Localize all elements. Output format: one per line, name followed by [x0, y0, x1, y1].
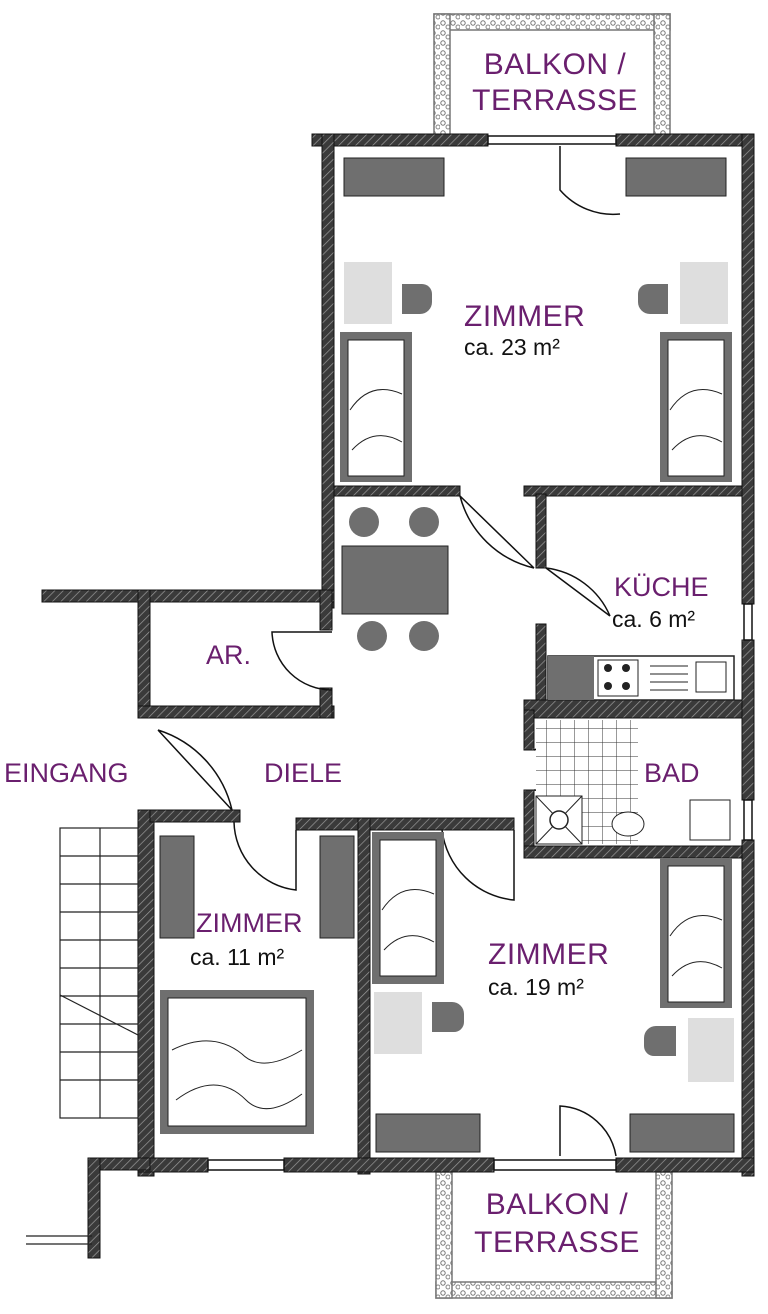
doors: [157, 146, 621, 1157]
zimmer-11-area: ca. 11 m²: [190, 944, 285, 970]
bathroom-fixtures: [535, 720, 731, 845]
zimmer-23-area: ca. 23 m²: [464, 334, 560, 360]
diele-label: DIELE: [264, 758, 343, 788]
balkon-top-label-line1: BALKON /: [483, 48, 627, 81]
zimmer-19-label: ZIMMER: [488, 938, 610, 971]
zimmer-23-label: ZIMMER: [464, 300, 586, 333]
zimmer-19-furniture: [372, 832, 735, 1153]
windows: [207, 135, 753, 1171]
dining-table: [341, 507, 449, 651]
balkon-top-label-line2: TERRASSE: [472, 84, 638, 117]
zimmer-11-label: ZIMMER: [196, 908, 303, 938]
balkon-bottom-label-line1: BALKON /: [485, 1188, 629, 1221]
eingang-label: EINGANG: [4, 758, 129, 788]
zimmer-19-area: ca. 19 m²: [488, 974, 584, 1000]
balcony-railing-bottom: [435, 1171, 673, 1299]
balcony-railing-top: [433, 13, 671, 137]
zimmer-11-furniture: [159, 835, 355, 1134]
balkon-bottom-label-line2: TERRASSE: [474, 1226, 640, 1259]
kueche-area: ca. 6 m²: [612, 606, 696, 632]
bad-label: BAD: [644, 758, 700, 788]
kitchen-counter: [547, 655, 735, 701]
abstellraum-label: AR.: [206, 640, 252, 670]
zimmer-23-furniture: [340, 157, 732, 482]
entrance-stairs: [26, 827, 139, 1245]
kueche-label: KÜCHE: [614, 572, 709, 602]
